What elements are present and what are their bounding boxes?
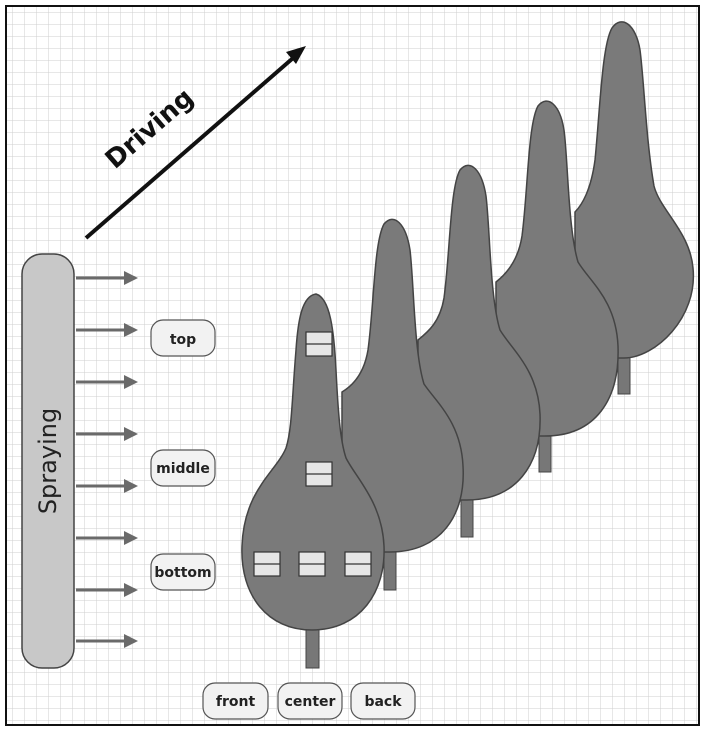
label-middle: middle: [150, 449, 216, 487]
spray-arrow-7: [76, 583, 138, 597]
sprayer-label: Spraying: [34, 408, 62, 514]
tree-5-crown: [574, 21, 695, 359]
frame: [5, 5, 700, 726]
spray-arrows: [76, 271, 138, 648]
spray-arrow-4: [76, 427, 138, 441]
spray-arrow-1: [76, 271, 138, 285]
sensor-bottom-back: [344, 551, 372, 577]
depth-labels: front center back: [202, 682, 416, 720]
spray-arrow-6: [76, 531, 138, 545]
tree-5: [574, 21, 695, 395]
label-center-text: center: [285, 694, 336, 710]
tree-2-crown: [341, 218, 464, 553]
label-front: front: [202, 682, 269, 720]
sprayer-bar: [21, 253, 75, 669]
label-back: back: [350, 682, 416, 720]
driving-arrow-head: [286, 46, 306, 64]
label-bottom: bottom: [150, 553, 216, 591]
spray-arrow-5: [76, 479, 138, 493]
tree-1: [241, 293, 385, 669]
label-top-text: top: [170, 332, 196, 348]
spray-arrow-8: [76, 634, 138, 648]
sprayer: Spraying: [21, 253, 75, 669]
tree-2: [341, 218, 464, 591]
height-labels: top middle bottom: [150, 319, 216, 591]
spray-arrow-2: [76, 323, 138, 337]
sensor-middle: [305, 461, 333, 487]
tree-1-trunk: [305, 625, 320, 669]
label-bottom-text: bottom: [154, 565, 211, 581]
spray-arrow-3: [76, 375, 138, 389]
tree-row: [241, 21, 695, 669]
tree-4-crown: [495, 100, 619, 437]
sensor-bottom-center: [298, 551, 326, 577]
label-front-text: front: [216, 694, 256, 710]
sensor-top: [305, 331, 333, 357]
driving-arrow: [84, 50, 302, 240]
label-middle-text: middle: [156, 461, 210, 477]
label-center: center: [277, 682, 343, 720]
label-back-text: back: [364, 694, 402, 710]
tree-4: [495, 100, 619, 473]
sensor-bottom-front: [253, 551, 281, 577]
label-top: top: [150, 319, 216, 357]
